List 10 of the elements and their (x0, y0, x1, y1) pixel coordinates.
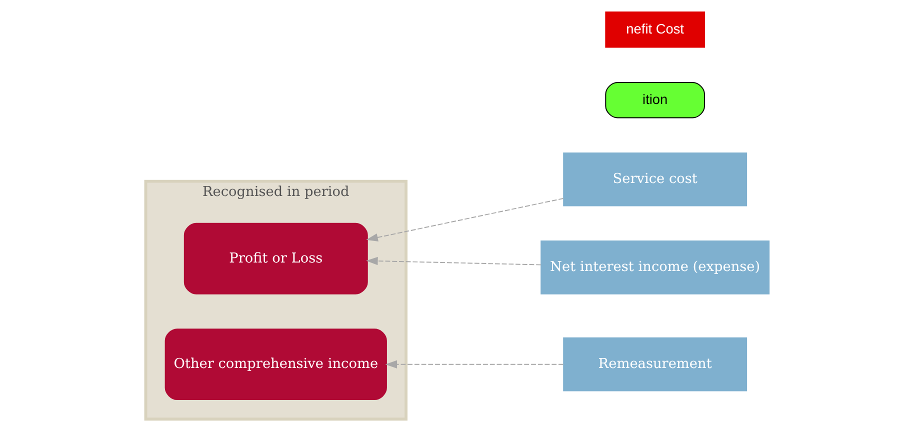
node-box: Net interest income (expense) (540, 240, 770, 294)
node-box: Other comprehensive income (164, 328, 386, 400)
node-box: Profit or Loss (183, 222, 368, 294)
arrow (384, 360, 564, 368)
arrow (366, 256, 541, 266)
arrow (366, 198, 564, 242)
node-box: Remeasurement (562, 337, 747, 392)
node-box: Service cost (562, 152, 747, 206)
node-box: nefit Cost (604, 12, 704, 48)
node-box: ition (604, 82, 704, 118)
